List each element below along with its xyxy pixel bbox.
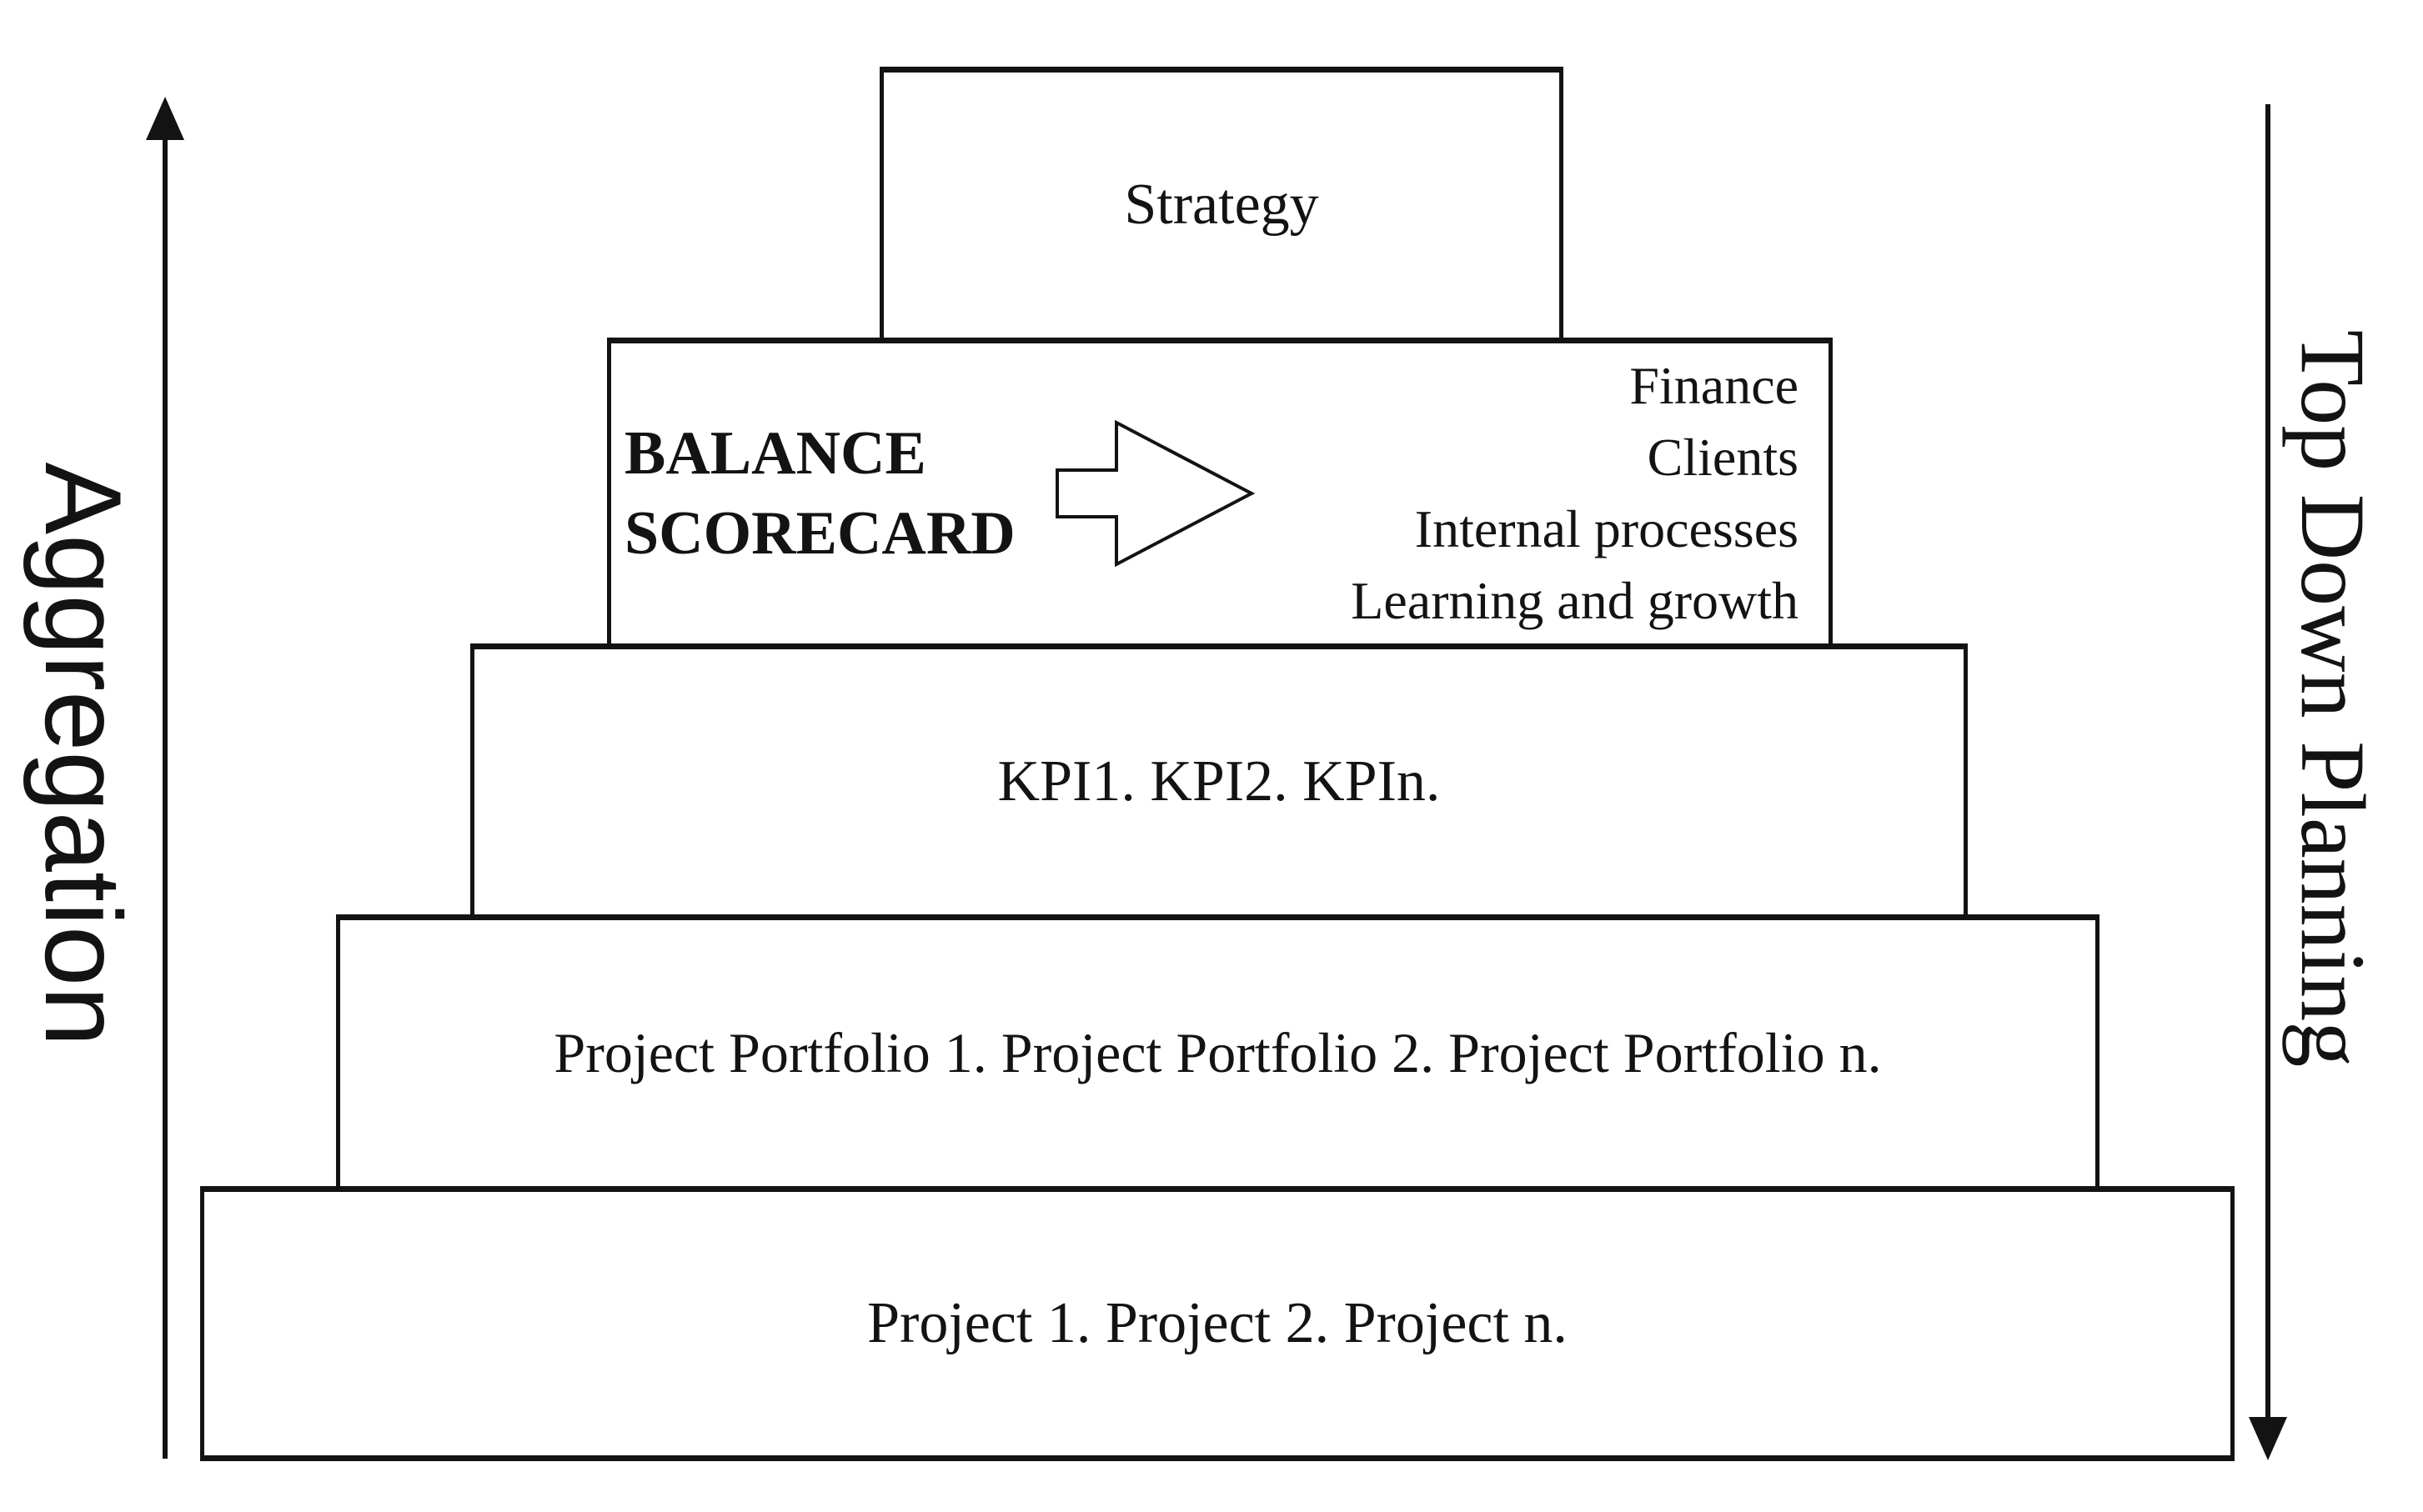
perspective-internal-processes: Internal processes xyxy=(1414,499,1798,558)
top-down-planning-axis-label: Top Down Planning xyxy=(2282,329,2384,1068)
down-arrowhead-icon xyxy=(2249,1417,2287,1460)
right-block-arrow-icon xyxy=(1056,419,1256,568)
aggregation-arrow-line xyxy=(163,125,168,1459)
level-strategy: Strategy xyxy=(880,67,1563,338)
level-projects: Project 1. Project 2. Project n. xyxy=(200,1186,2235,1461)
top-down-planning-arrow-line xyxy=(2265,104,2270,1425)
balance-scorecard-title: BALANCE SCORECARD xyxy=(625,418,1016,568)
level-kpi: KPI1. KPI2. KPIn. xyxy=(470,643,1968,914)
project-portfolios-label: Project Portfolio 1. Project Portfolio 2… xyxy=(554,1021,1882,1084)
perspective-learning-growth: Learning and growth xyxy=(1351,571,1798,630)
kpi-label: KPI1. KPI2. KPIn. xyxy=(997,749,1441,814)
perspective-finance: Finance xyxy=(1629,356,1798,415)
level-balance-scorecard: BALANCE SCORECARD Finance Clients Intern… xyxy=(607,338,1833,643)
projects-label: Project 1. Project 2. Project n. xyxy=(867,1291,1568,1355)
aggregation-axis-label: Aggregation xyxy=(23,462,144,1047)
level-project-portfolios: Project Portfolio 1. Project Portfolio 2… xyxy=(336,914,2099,1186)
up-arrowhead-icon xyxy=(146,97,184,140)
strategy-label: Strategy xyxy=(1124,173,1319,237)
perspective-clients: Clients xyxy=(1647,428,1798,487)
bsc-perspectives-list: Finance Clients Internal processes Learn… xyxy=(1351,350,1798,637)
